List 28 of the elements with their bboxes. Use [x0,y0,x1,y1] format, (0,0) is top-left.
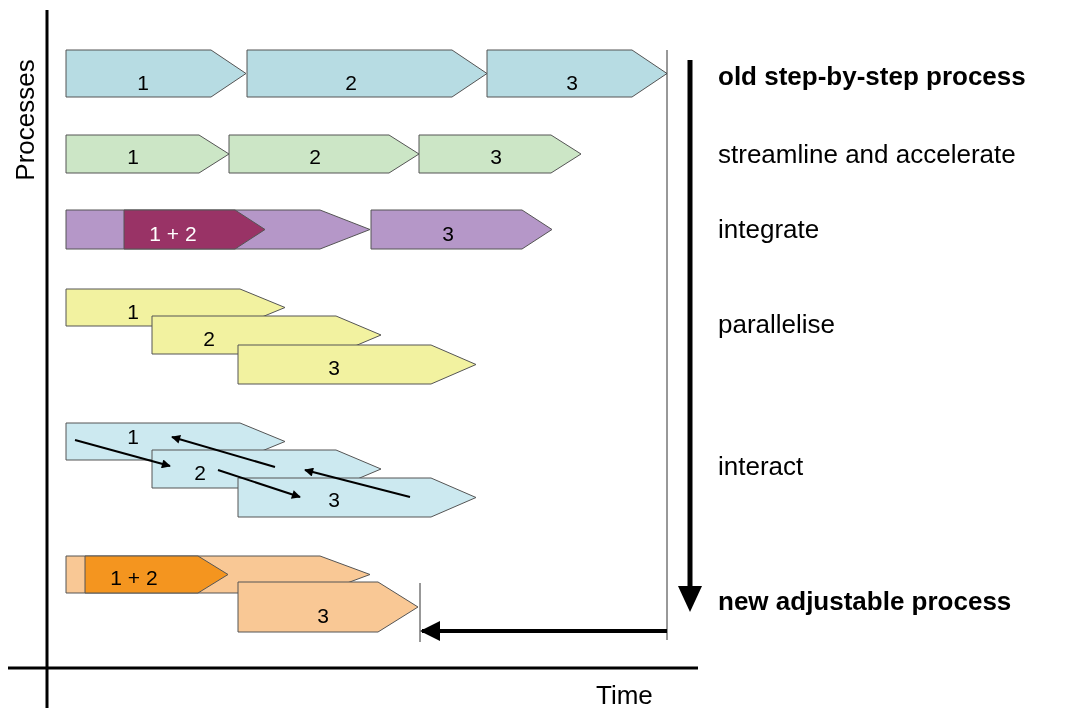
step-number: 1 + 2 [110,566,158,590]
stage-label: parallelise [718,309,836,340]
stage-label: integrate [718,214,820,245]
arrow [304,467,411,498]
step-number: 3 [442,222,454,246]
stage-label: streamline and accelerate [718,139,1016,170]
step-number: 3 [317,604,329,628]
step-number: 1 [127,145,139,169]
arrow [217,469,301,499]
step-number: 3 [490,145,502,169]
step-number: 1 [127,425,139,449]
arrow [74,439,171,469]
axis-title: Processes [9,59,41,181]
step-number: 3 [328,356,340,380]
step-number: 1 [137,71,149,95]
arrow [171,434,276,468]
stage-label: old step-by-step process [718,61,1026,92]
stage-label: new adjustable process [718,586,1012,617]
step-number: 2 [203,327,215,351]
step-number: 1 [127,300,139,324]
step-number: 2 [309,145,321,169]
axis-title: Time [596,680,653,710]
step-number: 1 + 2 [149,222,197,246]
step-number: 3 [328,488,340,512]
stage-label: interact [718,451,804,482]
step-number: 2 [194,461,206,485]
step-number: 2 [345,71,357,95]
step-number: 3 [566,71,578,95]
